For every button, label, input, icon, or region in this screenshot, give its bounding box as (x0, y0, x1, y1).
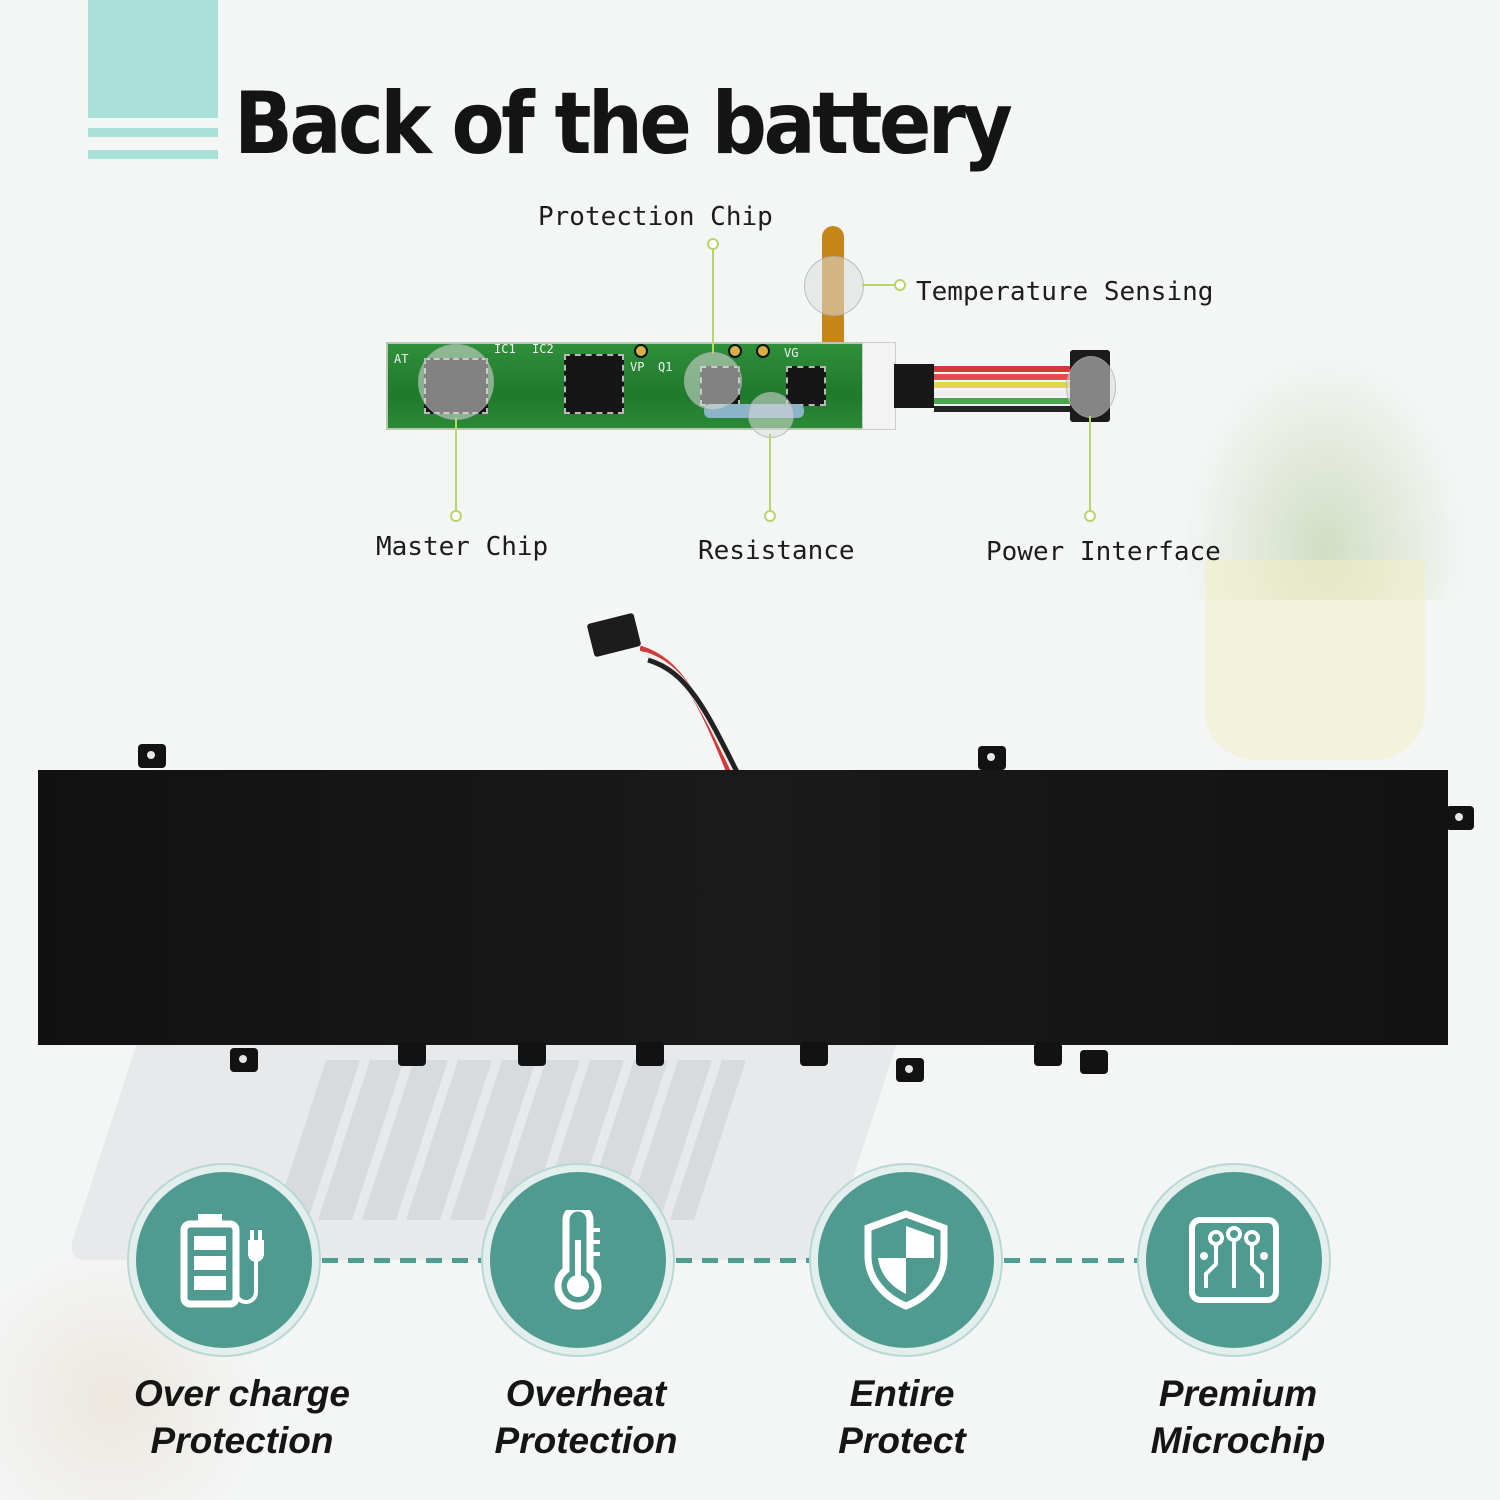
solder-pad (728, 344, 742, 358)
background-plant-pot (1205, 560, 1425, 760)
mounting-tab (230, 1048, 258, 1072)
secondary-chip (564, 354, 624, 414)
battery-connector (586, 612, 642, 658)
pcb-label-at: AT (394, 352, 409, 366)
feature-label-line: Microchip (1150, 1420, 1326, 1461)
dashed-connector (676, 1258, 814, 1263)
feature-label-entire-protect: Entire Protect (752, 1370, 1052, 1464)
battery-cable (640, 645, 740, 780)
feature-overheat (490, 1172, 666, 1348)
magnify-master-chip (418, 344, 494, 420)
mounting-tab (978, 746, 1006, 770)
header-accent-block (88, 0, 218, 118)
pcb-label-vp: VP (630, 360, 645, 374)
feature-label-premium-microchip: Premium Microchip (1088, 1370, 1388, 1464)
mounting-tab (896, 1058, 924, 1082)
callout-master-chip: Master Chip (376, 532, 549, 562)
header-accent-stripe (88, 150, 218, 159)
feature-label-overheat: Overheat Protection (436, 1370, 736, 1464)
microchip-icon (1189, 1217, 1279, 1303)
leader-line (1089, 416, 1091, 514)
feature-label-line: Premium (1158, 1373, 1318, 1414)
leader-dot (894, 279, 906, 291)
feature-overcharge (136, 1172, 312, 1348)
leader-line (455, 418, 457, 514)
mounting-tab (800, 1042, 828, 1066)
feature-label-line: Protect (838, 1420, 966, 1461)
battery-charge-icon (180, 1214, 264, 1308)
callout-temperature-sensing: Temperature Sensing (916, 277, 1214, 307)
callout-power-interface: Power Interface (986, 537, 1221, 567)
wire-red (934, 374, 1076, 380)
magnify-power-interface (1066, 356, 1116, 418)
magnify-protection-chip (684, 352, 742, 410)
mounting-tab (138, 744, 166, 768)
feature-premium-microchip (1146, 1172, 1322, 1348)
feature-label-line: Protection (494, 1420, 678, 1461)
wire-black (934, 406, 1076, 412)
feature-label-overcharge: Over charge Protection (92, 1370, 392, 1464)
magnify-temperature-sensor (804, 256, 864, 316)
leader-dot (1084, 510, 1096, 522)
wire-yellow (934, 382, 1076, 388)
wire-green (934, 398, 1076, 404)
header-accent-stripe (88, 128, 218, 137)
mounting-tab (518, 1042, 546, 1066)
background-plant (1180, 350, 1470, 600)
pcb-label-ic2: IC2 (532, 342, 554, 356)
thermometer-icon (554, 1210, 602, 1310)
pcb-label-ic1: IC1 (494, 342, 516, 356)
pcb-label-q1: Q1 (658, 360, 673, 374)
solder-pad (634, 344, 648, 358)
feature-label-line: Over charge (134, 1373, 350, 1414)
mounting-tab (1034, 1042, 1062, 1066)
mounting-tab (636, 1042, 664, 1066)
feature-entire-protect (818, 1172, 994, 1348)
background-keyboard (274, 1060, 746, 1220)
feature-label-line: Overheat (505, 1373, 667, 1414)
leader-line (712, 244, 714, 354)
wire-connector-plug (894, 364, 934, 408)
mounting-tab (1446, 806, 1474, 830)
callout-protection-chip: Protection Chip (538, 202, 773, 232)
callout-resistance: Resistance (698, 536, 855, 566)
shield-icon (864, 1210, 948, 1310)
circuit-board-end (862, 342, 896, 430)
solder-pad (756, 344, 770, 358)
mosfet-chip (786, 366, 826, 406)
leader-line (769, 434, 771, 514)
pcb-label-vg: VG (784, 346, 799, 360)
feature-label-line: Entire (849, 1373, 955, 1414)
leader-dot (764, 510, 776, 522)
feature-label-line: Protection (150, 1420, 334, 1461)
wire-red (934, 366, 1076, 372)
leader-dot (450, 510, 462, 522)
dashed-connector (1004, 1258, 1142, 1263)
battery-body (38, 770, 1448, 1045)
leader-dot (707, 238, 719, 250)
dashed-connector (322, 1258, 482, 1263)
leader-line (862, 284, 896, 286)
wire-white (934, 390, 1076, 396)
mounting-tab (398, 1042, 426, 1066)
page-title: Back of the battery (234, 74, 1013, 174)
mounting-tab (1080, 1050, 1108, 1074)
magnify-resistance (748, 392, 794, 438)
